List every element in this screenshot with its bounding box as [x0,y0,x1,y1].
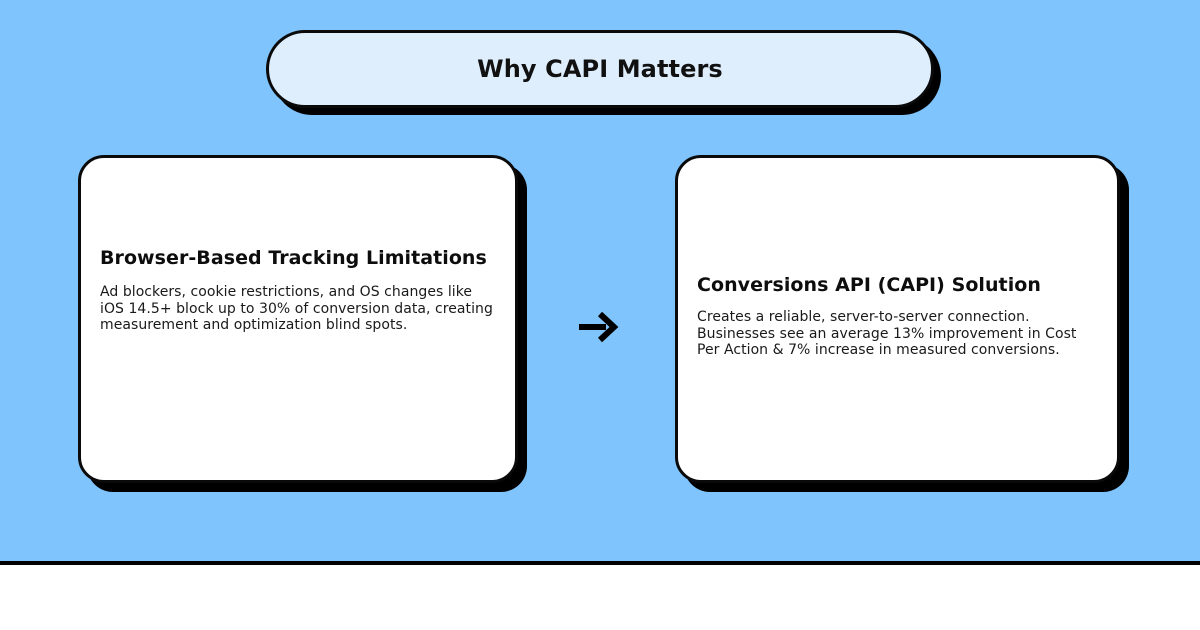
header-pill: Why CAPI Matters [266,30,934,108]
card-browser-based-tracking-limitations: Browser-Based Tracking Limitations Ad bl… [78,155,518,483]
card-right-title: Conversions API (CAPI) Solution [697,274,1041,296]
bottom-white-band [0,565,1200,630]
card-left-title: Browser-Based Tracking Limitations [100,247,487,269]
blue-stage-panel: Why CAPI Matters Browser-Based Tracking … [0,0,1200,565]
page-title: Why CAPI Matters [477,54,723,83]
card-conversions-api-capi-solution: Conversions API (CAPI) Solution Creates … [675,155,1120,483]
arrow-right-icon [570,298,628,356]
card-left-description: Ad blockers, cookie restrictions, and OS… [100,284,493,333]
card-left-body: Browser-Based Tracking Limitations Ad bl… [100,246,496,334]
card-right-body: Conversions API (CAPI) Solution Creates … [697,273,1098,359]
card-right-description: Creates a reliable, server-to-server con… [697,309,1077,358]
